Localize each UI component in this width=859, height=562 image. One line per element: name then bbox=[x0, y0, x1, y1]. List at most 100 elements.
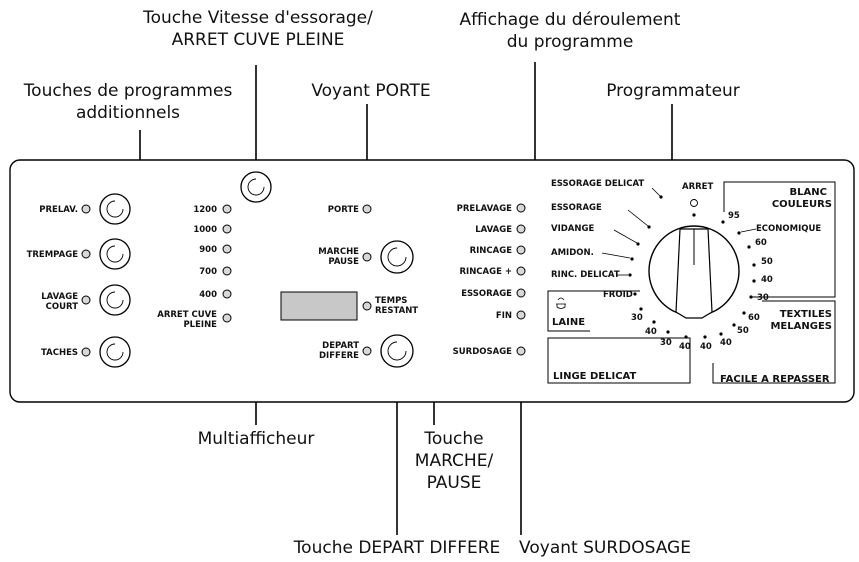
step-fin-led bbox=[516, 310, 526, 320]
temp-60-right-label: 60 bbox=[755, 238, 767, 248]
step-rincage-plus-led bbox=[516, 266, 526, 276]
option-taches-led bbox=[81, 347, 91, 357]
programmer-knob-grip bbox=[675, 228, 713, 319]
zone-blanc-label: BLANC bbox=[790, 187, 827, 198]
callout-start-pause-key: Touche MARCHE/ PAUSE bbox=[404, 428, 504, 494]
callout-start-pause-key-line-2: MARCHE/ bbox=[414, 451, 494, 471]
callout-speed-key: Touche Vitesse d'essorage/ ARRET CUVE PL… bbox=[143, 7, 373, 51]
delay-start-led bbox=[362, 346, 372, 356]
center-controls: PORTE MARCHE PAUSE TEMPS RESTANT DEPART … bbox=[280, 204, 418, 368]
temp-30-right-label: 30 bbox=[757, 293, 769, 303]
temp-40-right-label: 40 bbox=[761, 275, 773, 285]
temp-50-mixed-label: 50 bbox=[737, 326, 749, 336]
start-pause-led bbox=[362, 252, 372, 262]
arret-cuve-pleine-led bbox=[222, 313, 232, 323]
option-lavage-court-label-1: LAVAGE bbox=[41, 292, 78, 302]
callout-overdose-light: Voyant SURDOSAGE bbox=[519, 538, 691, 558]
zone-melanges-label: MELANGES bbox=[770, 321, 832, 332]
spin-1200-label: 1200 bbox=[193, 205, 217, 215]
step-rincage-led bbox=[516, 245, 526, 255]
temp-30-left-a-label: 30 bbox=[631, 313, 643, 323]
option-lavage-court-led bbox=[81, 295, 91, 305]
temp-50-right-label: 50 bbox=[761, 257, 773, 267]
temp-40-mixed-a-label: 40 bbox=[720, 338, 732, 348]
dial-amidon-label: AMIDON. bbox=[551, 248, 594, 258]
option-lavage-court-button[interactable] bbox=[99, 284, 131, 316]
spin-speed-group: 1200 1000 900 700 400 ARRET CUVE PLEINE bbox=[157, 171, 272, 330]
spin-400-led bbox=[222, 289, 232, 299]
callout-speed-key-line-1: Touche Vitesse d'essorage/ bbox=[143, 8, 373, 28]
option-trempage-label: TREMPAGE bbox=[27, 250, 79, 260]
option-taches-button-icon bbox=[106, 343, 124, 361]
callout-additional-program-keys-line-1: Touches de programmes bbox=[23, 81, 233, 101]
overdose-label: SURDOSAGE bbox=[453, 347, 513, 357]
dial-arret-marker bbox=[690, 199, 698, 207]
start-pause-button[interactable] bbox=[380, 240, 414, 274]
callout-delay-start-key: Touche DEPART DIFFERE bbox=[293, 538, 501, 558]
spin-1000-led bbox=[222, 224, 232, 234]
callout-additional-program-keys-line-2: additionnels bbox=[75, 103, 181, 123]
callout-progress-display: Affichage du déroulement du programme bbox=[450, 9, 690, 53]
spin-1000-label: 1000 bbox=[193, 225, 217, 235]
zone-facile-a-repasser-label: FACILE A REPASSER bbox=[720, 374, 830, 385]
dial-rinc-delicat-label: RINC. DELICAT bbox=[551, 270, 620, 280]
panel-outline bbox=[9, 159, 855, 403]
zone-linge-delicat-label: LINGE DELICAT bbox=[553, 371, 637, 382]
start-pause-button-icon bbox=[387, 247, 407, 267]
dial-essorage-delicat-label: ESSORAGE DELICAT bbox=[551, 179, 644, 189]
step-fin-label: FIN bbox=[496, 311, 512, 321]
arret-cuve-pleine-label-1: ARRET CUVE bbox=[157, 310, 217, 320]
option-prelav-button[interactable] bbox=[99, 193, 131, 225]
start-pause-label-1: MARCHE bbox=[318, 247, 359, 257]
temp-40-left-b-label: 40 bbox=[679, 342, 691, 352]
delay-start-button[interactable] bbox=[380, 334, 414, 368]
delay-start-label-1: DEPART bbox=[322, 341, 359, 351]
option-trempage-button[interactable] bbox=[99, 238, 131, 270]
progress-steps: PRELAVAGE LAVAGE RINCAGE RINCAGE + ESSOR… bbox=[453, 203, 526, 357]
option-prelav-led bbox=[81, 204, 91, 214]
zone-textiles-label: TEXTILES bbox=[780, 309, 832, 320]
dial-arret-label: ARRET bbox=[682, 182, 713, 192]
callout-progress-display-line-2: du programme bbox=[506, 32, 634, 52]
dial-froid-label: FROID bbox=[603, 290, 633, 300]
spin-900-label: 900 bbox=[199, 245, 217, 255]
option-trempage-led bbox=[81, 249, 91, 259]
callout-multidisplay: Multiafficheur bbox=[197, 429, 315, 449]
step-rincage-label: RINCAGE bbox=[470, 246, 513, 256]
step-prelavage-led bbox=[516, 203, 526, 213]
callout-speed-key-line-2: ARRET CUVE PLEINE bbox=[171, 30, 345, 50]
step-lavage-label: LAVAGE bbox=[475, 225, 512, 235]
dial-vidange-label: VIDANGE bbox=[551, 224, 594, 234]
option-lavage-court-button-icon bbox=[106, 291, 124, 309]
temp-60-mixed-label: 60 bbox=[748, 313, 760, 323]
delay-start-label-2: DIFFERE bbox=[319, 351, 359, 361]
option-taches-button[interactable] bbox=[99, 336, 131, 368]
spin-speed-button-icon bbox=[247, 178, 265, 196]
arret-cuve-pleine-label-2: PLEINE bbox=[183, 320, 217, 330]
temp-40-mixed-b-label: 40 bbox=[700, 342, 712, 352]
temp-40-left-a-label: 40 bbox=[645, 327, 657, 337]
zone-couleurs-label: COULEURS bbox=[772, 199, 832, 210]
step-essorage-led bbox=[516, 288, 526, 298]
step-lavage-led bbox=[516, 224, 526, 234]
step-essorage-label: ESSORAGE bbox=[461, 289, 512, 299]
start-pause-label-2: PAUSE bbox=[328, 257, 359, 267]
option-button-group: PRELAV. TREMPAGE LAVAGE COURT TACHES bbox=[27, 193, 131, 368]
dial-essorage-label: ESSORAGE bbox=[551, 203, 602, 213]
zone-laine-label: LAINE bbox=[552, 317, 585, 328]
remaining-time-label-2: RESTANT bbox=[375, 306, 418, 316]
callout-programmer: Programmateur bbox=[606, 81, 740, 101]
callout-start-pause-key-line-3: PAUSE bbox=[426, 473, 482, 493]
delay-start-button-icon bbox=[387, 341, 407, 361]
remaining-time-led bbox=[362, 301, 372, 311]
temp-30-left-b-label: 30 bbox=[660, 338, 672, 348]
callout-door-light: Voyant PORTE bbox=[311, 81, 431, 101]
spin-400-label: 400 bbox=[199, 290, 217, 300]
option-prelav-label: PRELAV. bbox=[39, 205, 78, 215]
callout-start-pause-key-line-1: Touche bbox=[424, 429, 484, 449]
spin-1200-led bbox=[222, 204, 232, 214]
step-prelavage-label: PRELAVAGE bbox=[457, 204, 513, 214]
spin-speed-button[interactable] bbox=[240, 171, 272, 203]
option-taches-label: TACHES bbox=[41, 348, 78, 358]
